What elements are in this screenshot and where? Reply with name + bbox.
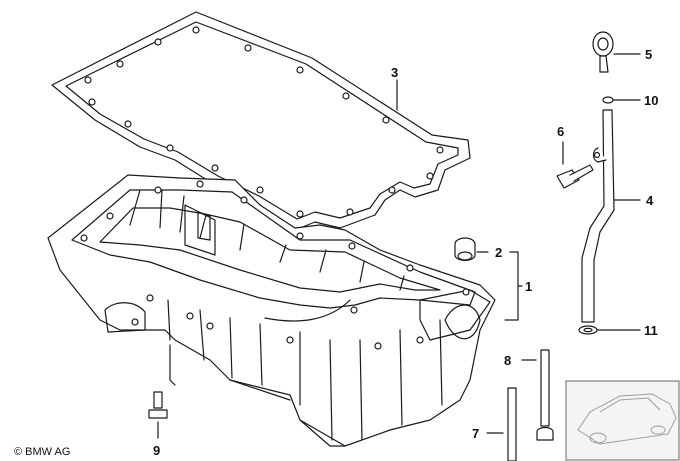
oil-pan bbox=[47, 174, 496, 447]
callout-10: 10 bbox=[644, 93, 658, 108]
bolt-7 bbox=[507, 387, 517, 461]
callout-6: 6 bbox=[557, 124, 564, 139]
callout-3: 3 bbox=[391, 65, 398, 80]
callout-1: 1 bbox=[525, 279, 532, 294]
callout-9: 9 bbox=[153, 443, 160, 458]
copyright-notice: © BMW AG bbox=[14, 446, 71, 458]
callout-4: 4 bbox=[646, 193, 654, 208]
callout-labels: 3 2 1 5 10 6 4 11 8 7 9 bbox=[153, 47, 658, 458]
callout-11: 11 bbox=[644, 323, 658, 338]
dipstick-handle bbox=[592, 31, 614, 73]
drain-plug bbox=[454, 237, 476, 262]
dipstick-guide-tube bbox=[581, 109, 615, 323]
callout-2: 2 bbox=[495, 245, 502, 260]
callout-5: 5 bbox=[645, 47, 652, 62]
bolt-8 bbox=[536, 349, 554, 441]
bolt-9 bbox=[148, 391, 168, 419]
o-ring-11 bbox=[578, 325, 598, 335]
bolt-6 bbox=[556, 164, 594, 189]
callout-8: 8 bbox=[504, 353, 511, 368]
callout-7: 7 bbox=[472, 426, 479, 441]
bracket-1 bbox=[504, 251, 519, 321]
o-ring-10 bbox=[602, 96, 614, 104]
oil-pan-gasket bbox=[51, 11, 471, 231]
vehicle-thumbnail bbox=[565, 380, 680, 461]
